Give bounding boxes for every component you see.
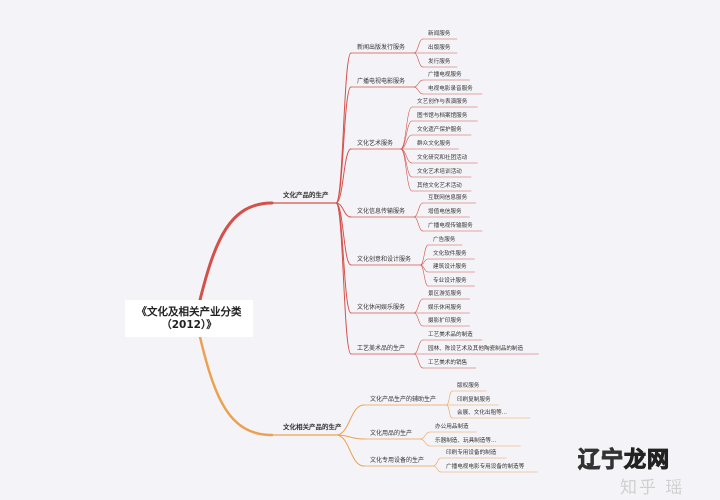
leaf-node-label[interactable]: 发行服务 — [428, 57, 451, 65]
leaf-connector — [413, 202, 424, 218]
branch-connector — [335, 148, 352, 204]
branch-connector — [335, 52, 352, 204]
leaf-node-label[interactable]: 文化遗产保护服务 — [417, 125, 462, 133]
leaf-node-label[interactable]: 文化研究和社团活动 — [417, 153, 468, 161]
leaf-node-label[interactable]: 广播电视传输服务 — [428, 221, 473, 229]
branch-connector — [335, 202, 352, 355]
leaf-node-label[interactable]: 工艺美术的销售 — [428, 358, 468, 366]
branch-connector — [335, 202, 352, 314]
watermark-logo: 辽宁龙网 — [577, 448, 671, 474]
leaf-node-label[interactable]: 版权服务 — [457, 381, 480, 389]
leaf-node-label[interactable]: 娱乐休闲服务 — [428, 303, 462, 311]
category-node-label[interactable]: 文化创意和设计服务 — [357, 255, 411, 263]
leaf-node-label[interactable]: 广告服务 — [433, 235, 456, 243]
category-node-label[interactable]: 新闻出版发行服务 — [357, 43, 405, 51]
root-link-branch-2 — [198, 335, 274, 437]
leaf-node-label[interactable]: 乐器制造、玩具制造等... — [435, 436, 496, 444]
leaf-connector — [420, 244, 429, 266]
branch-connector — [335, 202, 352, 218]
leaf-node-label[interactable]: 文化艺术培训活动 — [417, 167, 462, 175]
leaf-node-label[interactable]: 印刷专用设备的制造 — [446, 448, 497, 456]
leaf-node-label[interactable]: 电视电影录音服务 — [428, 84, 473, 92]
root-node[interactable]: 《文化及相关产业分类（2012）》 — [125, 300, 253, 337]
branch-connector — [335, 434, 365, 467]
leaf-connector — [400, 148, 413, 192]
leaf-node-label[interactable]: 广播电视服务 — [428, 70, 462, 78]
leaf-connector — [420, 264, 429, 287]
leaf-node-label[interactable]: 园林、陈设艺术及其他陶瓷制品的制造 — [428, 344, 524, 352]
leaf-connector — [413, 52, 424, 68]
leaf-node-label[interactable]: 建筑设计服务 — [433, 262, 467, 270]
watermark-logo-part-1: 辽宁 — [577, 448, 625, 474]
category-node-label[interactable]: 文化信息传输服务 — [357, 207, 405, 215]
category-node-label[interactable]: 工艺美术品的生产 — [357, 344, 405, 352]
leaf-connector — [413, 38, 424, 54]
leaf-connector — [400, 134, 413, 150]
category-node-label[interactable]: 文化专用设备的生产 — [370, 456, 424, 464]
category-node-label[interactable]: 文化产品生产的辅助生产 — [370, 395, 436, 403]
leaf-node-label[interactable]: 摄影扩印服务 — [428, 316, 462, 324]
leaf-node-label[interactable]: 群众文化服务 — [417, 139, 451, 147]
root-link-branch-1 — [198, 201, 274, 302]
branch-connector — [335, 404, 365, 436]
leaf-connector — [419, 431, 431, 440]
branch-connector — [335, 86, 352, 204]
leaf-connector — [400, 120, 413, 150]
leaf-node-label[interactable]: 广播电视电影专用设备的制造等 — [446, 462, 525, 470]
leaf-node-label[interactable]: 专业设计服务 — [433, 276, 467, 284]
leaf-connector — [400, 106, 413, 150]
watermark-logo-part-2: 龙网 — [624, 448, 671, 474]
leaf-connector — [420, 258, 429, 266]
leaf-connector — [433, 457, 442, 467]
leaf-node-label[interactable]: 新闻服务 — [428, 29, 451, 37]
category-node-label[interactable]: 文化用品的生产 — [370, 429, 412, 437]
leaf-connector — [413, 298, 424, 314]
leaf-connector — [413, 86, 424, 95]
leaf-connector — [413, 79, 424, 88]
leaf-connector — [413, 353, 424, 369]
leaf-node-label[interactable]: 工艺美术品的制造 — [428, 330, 473, 338]
leaf-connector — [413, 216, 424, 232]
leaf-node-label[interactable]: 图书馆与档案馆服务 — [417, 111, 468, 119]
leaf-node-label[interactable]: 景区游览服务 — [428, 289, 462, 297]
leaf-connector — [400, 148, 413, 178]
branch-node-label[interactable]: 文化产品的生产 — [282, 190, 329, 199]
leaf-connector — [433, 465, 442, 473]
leaf-connector — [413, 339, 424, 355]
branch-node-label[interactable]: 文化相关产品的生产 — [282, 422, 342, 431]
category-node-label[interactable]: 文化休闲娱乐服务 — [357, 303, 405, 311]
category-node-label[interactable]: 文化艺术服务 — [357, 139, 393, 147]
category-node-label[interactable]: 广播电视电影服务 — [357, 77, 405, 85]
leaf-node-label[interactable]: 印刷复制服务 — [457, 395, 491, 403]
leaf-node-label[interactable]: 文化软件服务 — [433, 249, 467, 257]
leaf-connector — [419, 438, 431, 447]
leaf-node-label[interactable]: 文艺创作与表演服务 — [417, 97, 468, 105]
leaf-connector — [446, 404, 453, 419]
leaf-connector — [446, 390, 453, 406]
leaf-node-label[interactable]: 出版服务 — [428, 43, 451, 51]
root-node-label: 《文化及相关产业分类（2012）》 — [136, 305, 242, 331]
leaf-node-label[interactable]: 互联网信息服务 — [428, 193, 468, 201]
leaf-node-label[interactable]: 会展、文化出租等... — [457, 408, 507, 416]
leaf-connector — [413, 312, 424, 327]
leaf-node-label[interactable]: 其他文化艺术活动 — [417, 181, 462, 189]
leaf-node-label[interactable]: 办公用品制造 — [435, 422, 469, 430]
watermark-faint: 知乎 瑶 — [620, 478, 685, 498]
leaf-node-label[interactable]: 增值电信服务 — [428, 207, 462, 215]
